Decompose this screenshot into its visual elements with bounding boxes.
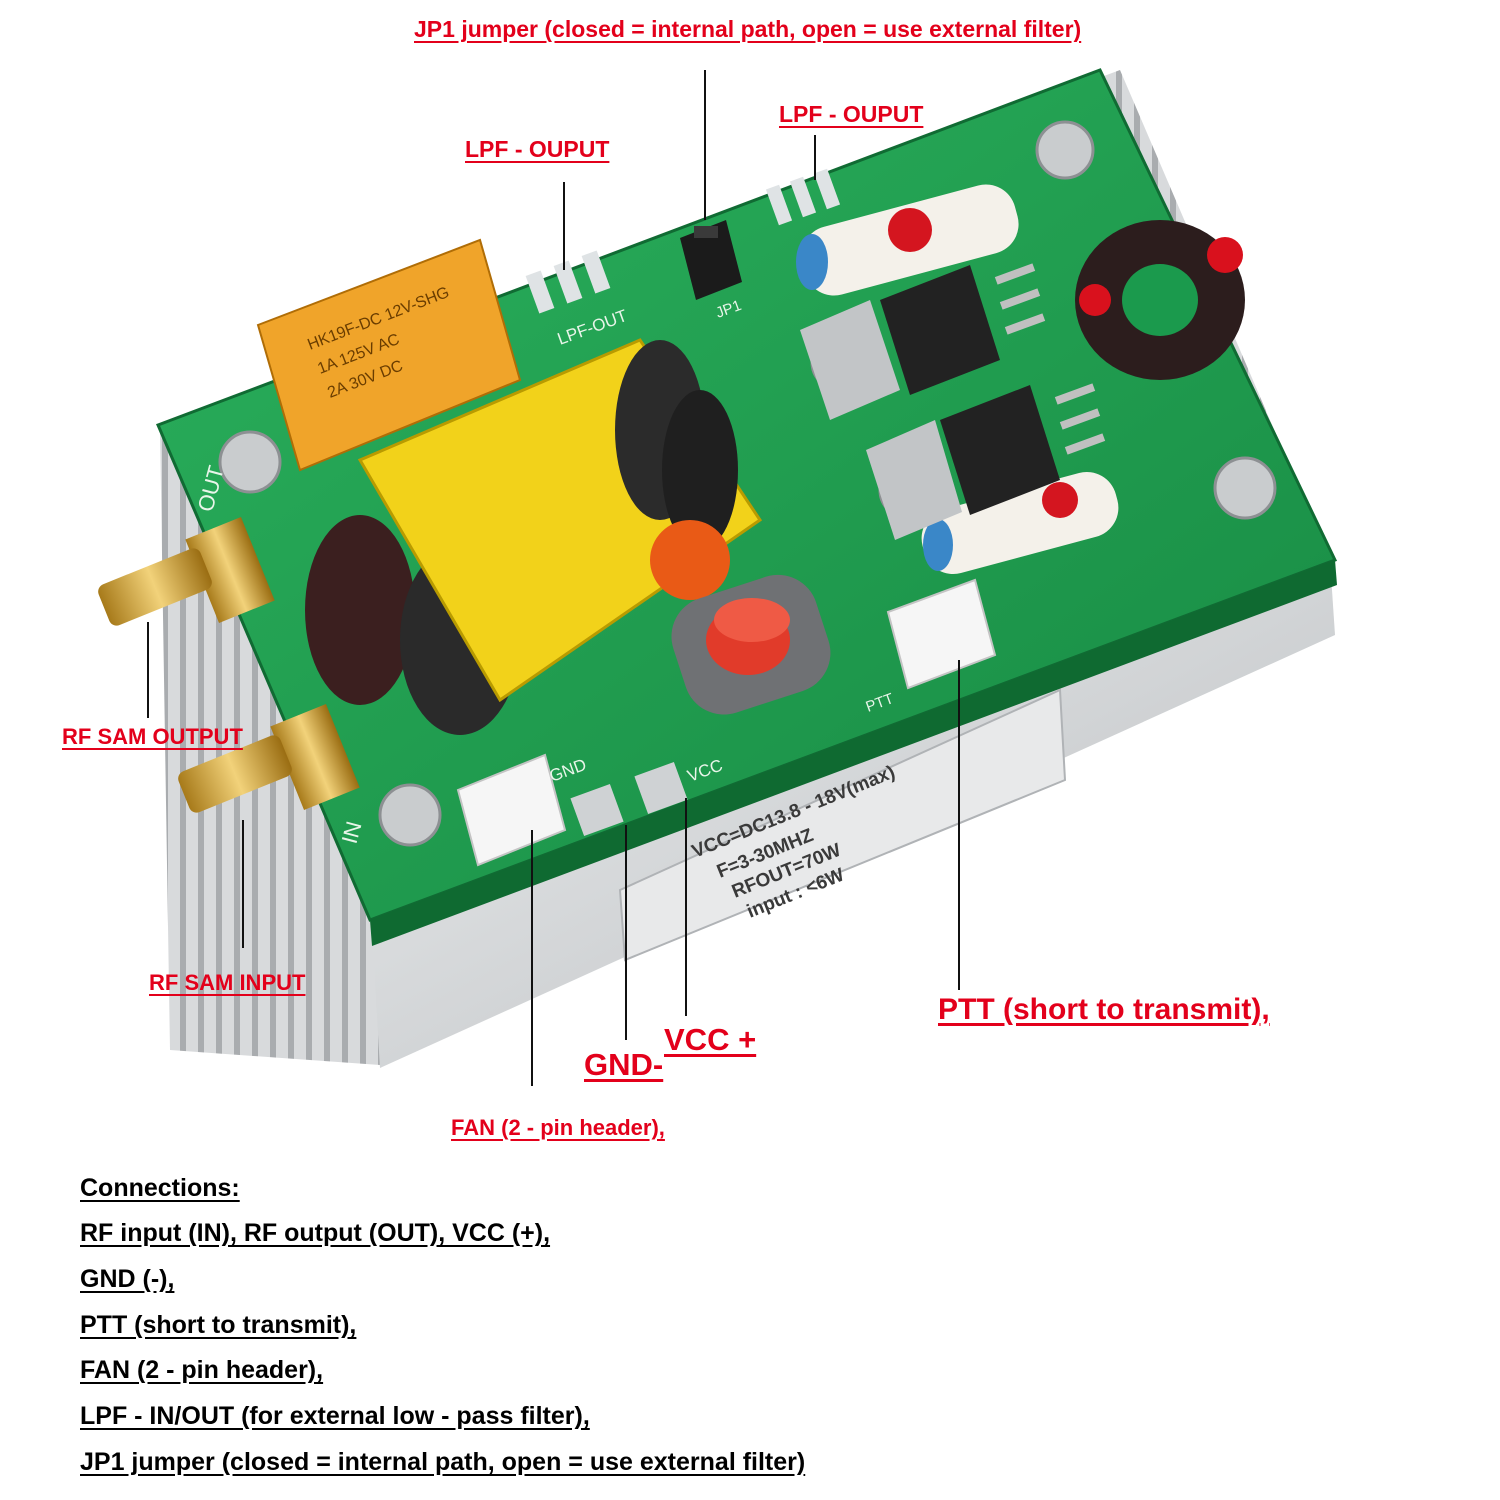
- rf-input-leader-line: [242, 820, 244, 948]
- callout-jp1-jumper: JP1 jumper (closed = internal path, open…: [414, 16, 1082, 42]
- ptt-leader-line: [958, 660, 960, 990]
- connections-line-5: LPF - IN/OUT (for external low - pass fi…: [80, 1402, 590, 1430]
- lpf-left-leader-line: [563, 182, 565, 270]
- callout-rf-sam-input: RF SAM INPUT: [149, 970, 306, 995]
- connections-line-6: JP1 jumper (closed = internal path, open…: [80, 1448, 806, 1476]
- rf-output-leader-line: [147, 622, 149, 718]
- mosfets: [800, 263, 1106, 540]
- vcc-leader-line: [685, 798, 687, 1016]
- output-toroid: [1075, 220, 1245, 380]
- jp1-jumper: JP1: [680, 220, 744, 322]
- connections-line-2: GND (-),: [80, 1265, 175, 1293]
- callout-lpf-output-right: LPF - OUPUT: [779, 101, 924, 127]
- fan-header: [456, 753, 567, 867]
- callout-fan: FAN (2 - pin header),: [451, 1115, 665, 1140]
- connections-line-3: PTT (short to transmit),: [80, 1311, 357, 1339]
- callout-vcc: VCC +: [664, 1022, 757, 1057]
- ferrite-sleeves: [796, 184, 1119, 575]
- connections-line-1: RF input (IN), RF output (OUT), VCC (+),: [80, 1219, 551, 1247]
- toroid-transformer: [305, 338, 763, 735]
- callout-ptt: PTT (short to transmit),: [938, 993, 1270, 1026]
- jp1-leader-line: [704, 70, 706, 220]
- callout-rf-sam-output: RF SAM OUTPUT: [62, 724, 243, 749]
- connections-line-4: FAN (2 - pin header),: [80, 1356, 324, 1384]
- fan-leader-line: [531, 830, 533, 1086]
- gnd-leader-line: [625, 825, 627, 1040]
- choke-inductor: [671, 574, 831, 715]
- callout-gnd: GND-: [584, 1047, 664, 1082]
- relay: HK19F-DC 12V-SHG 1A 125V AC 2A 30V DC: [256, 238, 522, 472]
- callout-lpf-output-left: LPF - OUPUT: [465, 136, 610, 162]
- sma-input-connector: IN: [178, 704, 367, 846]
- lpf-right-leader-line: [814, 135, 816, 180]
- connections-title: Connections:: [80, 1174, 240, 1202]
